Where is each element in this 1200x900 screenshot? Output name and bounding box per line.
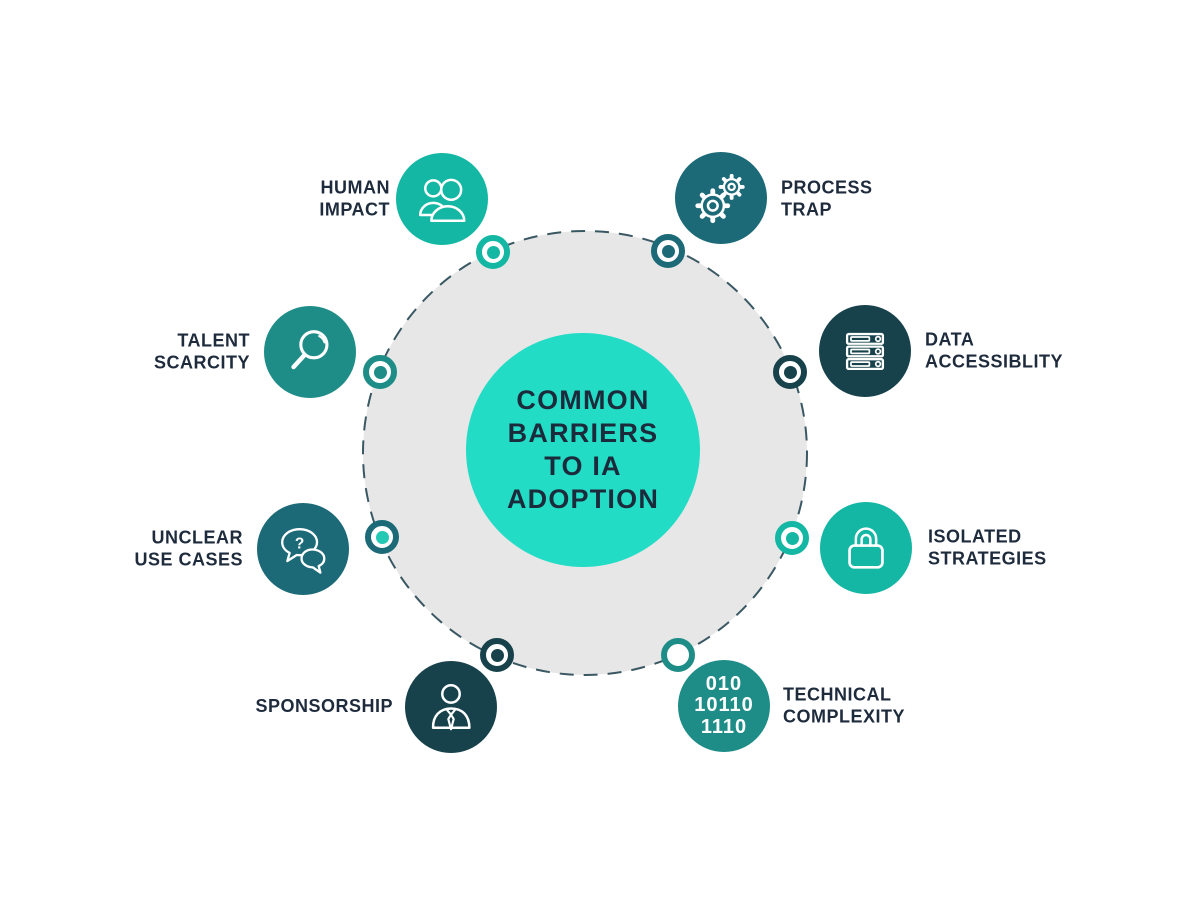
ring-marker-dot: [783, 365, 797, 379]
people-icon: [418, 178, 466, 223]
ring-marker-data-accessiblity: [773, 355, 807, 389]
ring-marker-technical-complexity: [661, 638, 695, 672]
person-tie-icon: [431, 683, 471, 731]
gears-icon: [695, 173, 745, 224]
label-talent-scarcity: TALENT SCARCITY: [153, 330, 250, 372]
question-mark-glyph: ?: [295, 536, 304, 553]
node-human-impact: [396, 153, 488, 245]
server-stack-icon: [845, 332, 885, 371]
label-data-accessiblity: DATA ACCESSIBLITY: [925, 329, 1064, 371]
ring-marker-dot: [785, 531, 799, 545]
ring-marker-sponsorship: [480, 638, 514, 672]
label-process-trap: PROCESS TRAP: [781, 177, 873, 219]
ring-marker-human-impact: [476, 235, 510, 269]
node-isolated-strategies: [820, 502, 912, 594]
label-human-impact: HUMAN IMPACT: [319, 177, 390, 219]
ring-marker-dot: [661, 244, 675, 258]
center-circle: COMMON BARRIERS TO IA ADOPTION: [466, 333, 700, 567]
label-unclear-use-cases: UNCLEAR USE CASES: [134, 527, 243, 569]
label-technical-complexity: TECHNICAL COMPLEXITY: [783, 684, 906, 726]
ring-marker-isolated-strategies: [775, 521, 809, 555]
node-process-trap: [675, 152, 767, 244]
node-talent-scarcity: [264, 306, 356, 398]
ring-marker-process-trap: [651, 234, 685, 268]
node-sponsorship: [405, 661, 497, 753]
speech-bubbles-icon: ?: [281, 528, 326, 574]
ring-marker-dot: [672, 649, 685, 662]
label-isolated-strategies: ISOLATED STRATEGIES: [928, 526, 1047, 568]
ring-marker-unclear-use-cases: [365, 520, 399, 554]
ring-marker-dot: [490, 648, 504, 662]
ring-marker-dot: [486, 245, 500, 259]
padlock-icon: [848, 527, 884, 569]
binary-code-icon: 010 10110 1110: [694, 672, 754, 738]
ring-marker-dot: [373, 365, 387, 379]
diagram-title: COMMON BARRIERS TO IA ADOPTION: [506, 385, 660, 514]
magnifying-glass-icon: [291, 330, 329, 370]
ring-marker-dot: [375, 530, 389, 544]
ring-marker-talent-scarcity: [363, 355, 397, 389]
node-data-accessiblity: [819, 305, 911, 397]
node-technical-complexity: 010 10110 1110: [678, 660, 770, 752]
label-sponsorship: SPONSORSHIP: [255, 696, 393, 717]
node-unclear-use-cases: ?: [257, 503, 349, 595]
